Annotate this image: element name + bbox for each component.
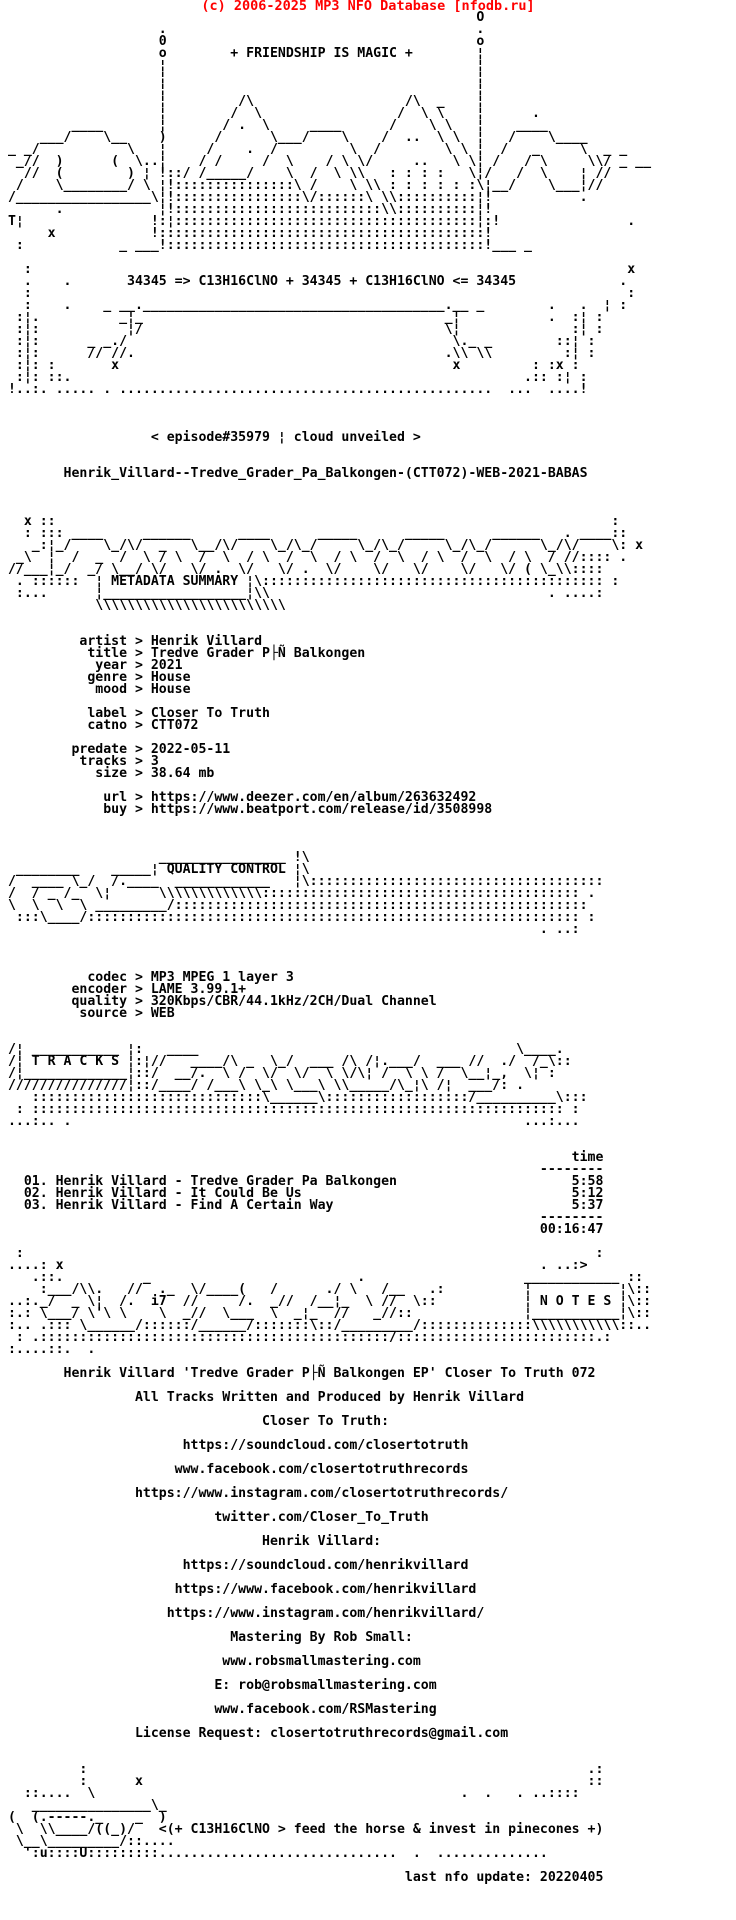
copyright-banner: (c) 2006-2025 MP3 NFO Database [nfodb.ru… bbox=[201, 0, 535, 14]
nfo-ascii-art: O . . 0 o o + FRIENDSHIP IS MAGIC + ¦ bbox=[7, 10, 652, 1885]
